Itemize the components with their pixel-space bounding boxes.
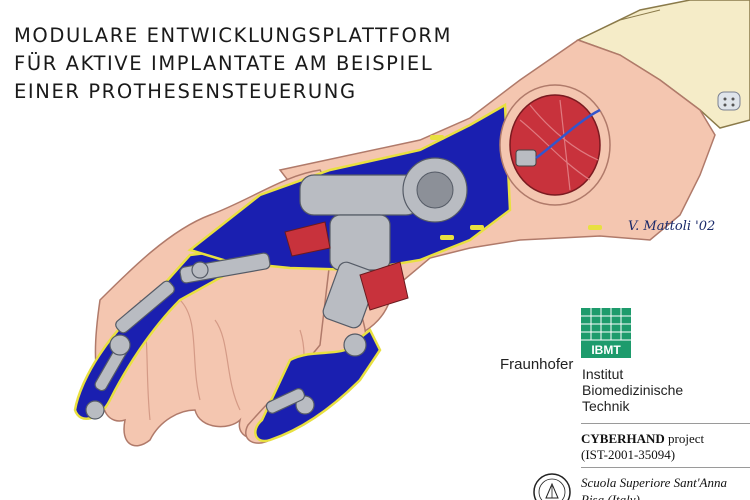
sssa-seal-icon [533,473,571,500]
fraunhofer-label: Fraunhofer [500,356,574,373]
artist-signature: V. Mattoli '02 [628,219,716,234]
implant-chip [515,149,537,167]
thumb-frame [254,328,382,443]
school-name: Scuola Superiore Sant'Anna Pisa (Italy) [581,474,727,500]
title-line-3: EINER PROTHESENSTEUERUNG [14,80,357,103]
project-info: CYBERHAND project (IST-2001-35094) [581,431,704,463]
divider-bottom [581,467,750,468]
school-line-2: Pisa (Italy) [581,492,640,500]
project-name: CYBERHAND [581,431,665,446]
institute-name: Institut Biomedizinische Technik [582,366,683,414]
institute-line-1: Institut [582,366,624,382]
poster-title: MODULARE ENTWICKLUNGSPLATTFORM FÜR AKTIV… [14,22,452,106]
school-line-1: Scuola Superiore Sant'Anna [581,475,728,490]
ibmt-logo-text: IBMT [591,343,621,357]
title-line-2: FÜR AKTIVE IMPLANTATE AM BEISPIEL [14,52,434,75]
project-suffix: project [664,431,705,446]
project-code: (IST-2001-35094) [581,447,676,462]
title-line-1: MODULARE ENTWICKLUNGSPLATTFORM [14,24,452,47]
sleeve-button-icon [717,91,741,111]
ibmt-logo-icon: IBMT [581,308,631,358]
institute-line-3: Technik [582,398,630,414]
divider-top [581,423,750,424]
institute-line-2: Biomedizinische [582,382,684,398]
muscle-window [509,94,601,196]
